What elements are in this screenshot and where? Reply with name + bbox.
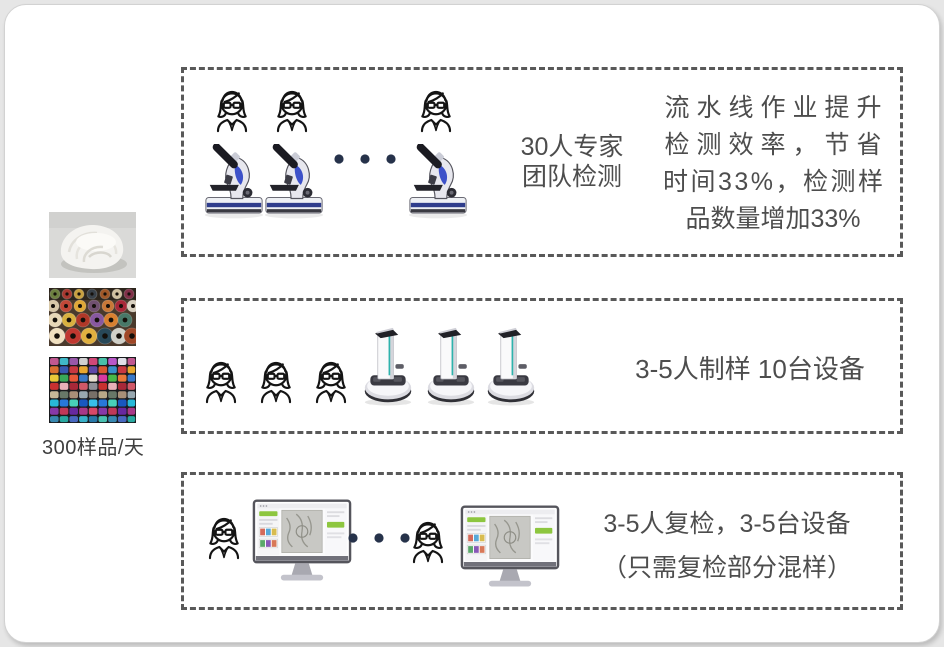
microscope-icon — [406, 144, 470, 220]
pipeline-benefit-note: 流水线作业提升 检测效率，节省 时间33%，检测样 品数量增加33% — [652, 90, 894, 238]
slide-card: 300样品/天 30人专家 团队检测 流水线作业提升 检测效率，节省 时间33%… — [4, 4, 940, 643]
recheck-label-line2: （只需复检部分混样） — [601, 554, 852, 582]
expert-team-label: 30人专家 团队检测 — [502, 132, 642, 192]
female-analyst-icon — [260, 361, 292, 404]
analysis-monitor-icon — [252, 499, 352, 582]
daily-samples-caption: 300样品/天 — [42, 437, 145, 459]
female-analyst-icon — [420, 90, 452, 133]
note-line2: 检测效率，节省 — [664, 131, 889, 159]
recheck-box: 3-5人复检，3-5台设备 （只需复检部分混样） — [181, 472, 903, 610]
ellipsis-dots-icon — [334, 154, 396, 164]
expert-detection-box: 30人专家 团队检测 流水线作业提升 检测效率，节省 时间33%，检测样 品数量… — [181, 67, 903, 257]
analysis-monitor-icon — [460, 505, 560, 588]
female-analyst-icon — [276, 90, 308, 133]
female-analyst-icon — [315, 361, 347, 404]
microscope-icon — [262, 144, 326, 220]
wool-fiber-photo — [49, 212, 136, 278]
sample-prep-box: 3-5人制样 10台设备 — [181, 298, 903, 434]
expert-team-label-line2: 团队检测 — [521, 163, 622, 191]
sample-prep-machine-icon — [427, 327, 475, 406]
female-analyst-icon — [208, 517, 240, 560]
expert-team-label-line1: 30人专家 — [520, 133, 624, 161]
female-analyst-icon — [205, 361, 237, 404]
note-line1: 流水线作业提升 — [664, 94, 889, 122]
female-analyst-icon — [412, 521, 444, 564]
microscope-icon — [202, 144, 266, 220]
note-line3: 时间33%，检测样 — [662, 168, 886, 196]
ellipsis-dots-icon — [348, 533, 410, 543]
recheck-label: 3-5人复检，3-5台设备 （只需复检部分混样） — [570, 502, 884, 590]
sample-prep-label: 3-5人制样 10台设备 — [635, 354, 865, 384]
note-line4: 品数量增加33% — [685, 205, 861, 233]
sample-prep-machine-icon — [364, 327, 412, 406]
sample-prep-machine-icon — [487, 327, 535, 406]
female-analyst-icon — [216, 90, 248, 133]
yarn-cones-photo — [49, 288, 136, 346]
knit-fabric-photo — [49, 357, 136, 423]
recheck-label-line1: 3-5人复检，3-5台设备 — [603, 510, 851, 538]
